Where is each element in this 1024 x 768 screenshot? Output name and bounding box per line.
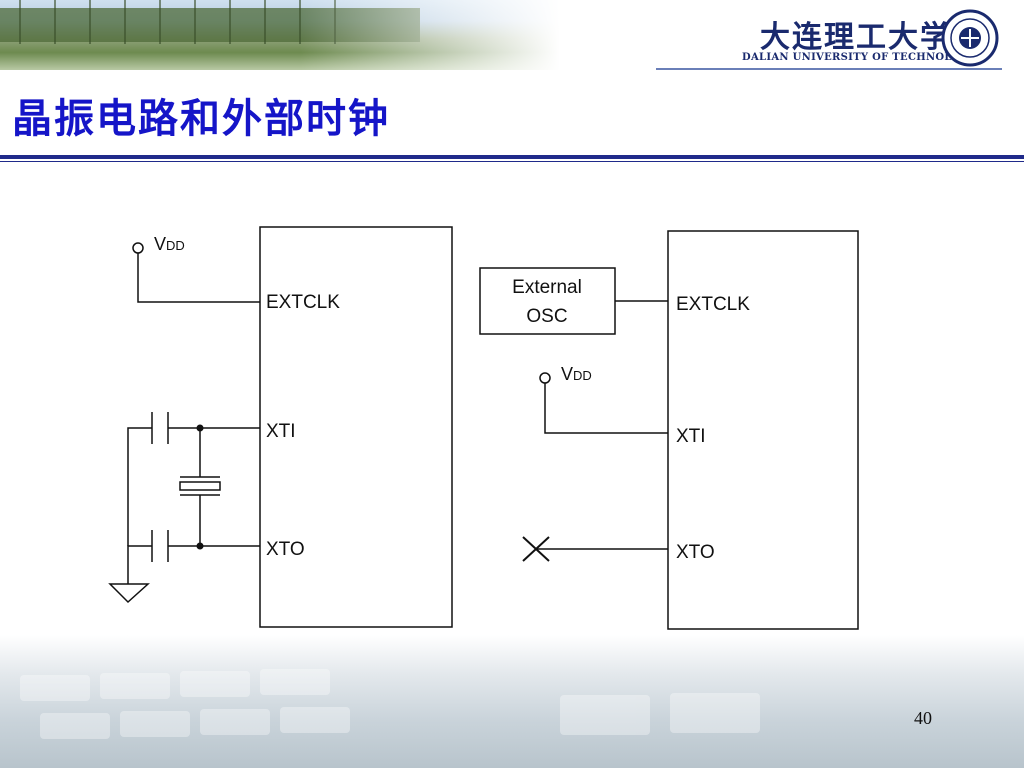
right-vdd-wire xyxy=(544,383,668,434)
university-name-cn: 大连理工大学 xyxy=(760,20,952,55)
ground-symbol-icon xyxy=(108,583,150,604)
university-name-en: DALIAN UNIVERSITY OF TECHNOLOGY xyxy=(742,52,978,63)
page-number: 40 xyxy=(914,708,932,728)
left-vdd-wire xyxy=(137,253,260,303)
right-pin-extclk: EXTCLK xyxy=(676,294,750,315)
right-vdd-label: VDD xyxy=(561,364,592,384)
no-connect-icon xyxy=(522,536,550,562)
right-pin-xto: XTO xyxy=(676,542,715,563)
left-pin-extclk: EXTCLK xyxy=(266,292,340,313)
title-rule-thin xyxy=(0,161,1024,162)
right-vdd-terminal xyxy=(539,372,551,384)
left-crystal-body xyxy=(179,481,221,491)
title-rule-thick xyxy=(0,155,1024,159)
footer-background xyxy=(0,635,1024,768)
keyboard-image xyxy=(20,669,760,739)
logo-underline xyxy=(656,68,1002,70)
university-logo: 大连理工大学 DALIAN UNIVERSITY OF TECHNOLOGY xyxy=(656,6,1010,70)
external-osc-line2: OSC xyxy=(526,306,567,327)
slide-title: 晶振电路和外部时钟 xyxy=(12,95,390,142)
external-osc-line1: External xyxy=(512,277,582,298)
right-chip-box xyxy=(667,230,859,630)
left-pin-xto: XTO xyxy=(266,539,305,560)
left-junction-xto xyxy=(196,542,204,550)
left-junction-xti xyxy=(196,424,204,432)
left-pin-xti: XTI xyxy=(266,421,296,442)
right-pin-xti: XTI xyxy=(676,426,706,447)
university-seal-icon xyxy=(941,9,999,67)
header-banner xyxy=(0,0,560,70)
banner-fade xyxy=(300,0,560,70)
left-cap1-ground-wire xyxy=(127,427,152,546)
left-chip-box xyxy=(259,226,453,628)
left-vdd-label: VDD xyxy=(154,234,185,254)
left-cap2-ground-wire xyxy=(127,545,152,584)
left-vdd-terminal xyxy=(132,242,144,254)
